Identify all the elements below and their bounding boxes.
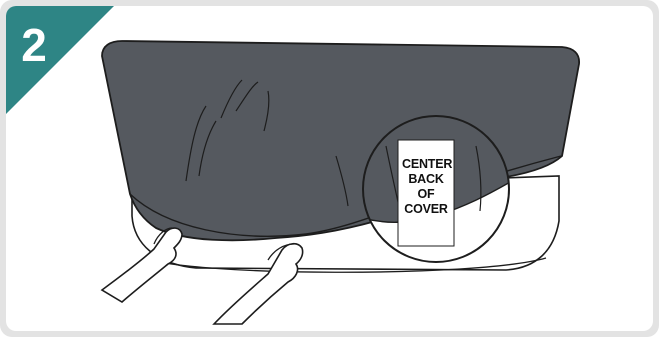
tag-line: OF <box>402 187 450 202</box>
tag-line: BACK <box>402 172 450 187</box>
instruction-card: 2 CENTER BACK OF COVER <box>6 6 653 331</box>
tag-line: CENTER <box>402 157 450 172</box>
cover-tag-label: CENTER BACK OF COVER <box>402 157 450 217</box>
step-badge: 2 <box>6 6 126 126</box>
step-number: 2 <box>16 22 52 68</box>
tag-line: COVER <box>402 202 450 217</box>
